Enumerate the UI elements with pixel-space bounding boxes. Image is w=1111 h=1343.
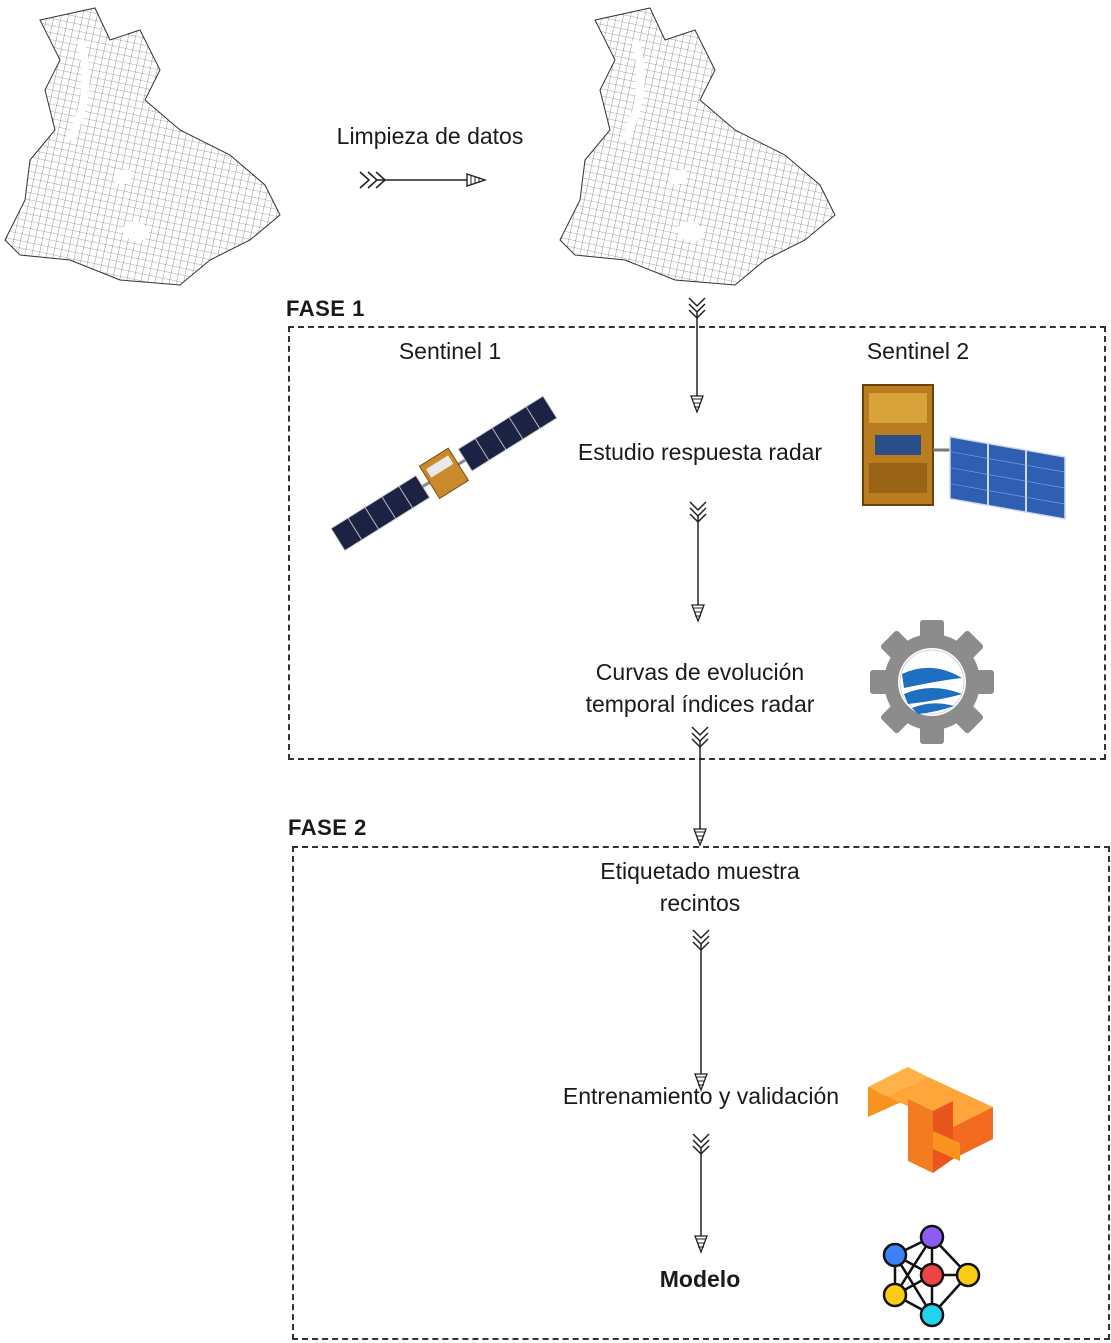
phase2-box — [292, 846, 1110, 1340]
city-map-icon-before — [4, 7, 281, 286]
down-arrow-2 — [689, 501, 707, 623]
radar-study-label: Estudio respuesta radar — [577, 439, 823, 465]
satellite-icon-sentinel2 — [862, 384, 1066, 520]
neural-network-icon — [882, 1224, 981, 1328]
down-arrow-3 — [691, 726, 709, 847]
down-arrow-1 — [688, 297, 706, 414]
phase1-title: FASE 1 — [286, 296, 365, 321]
sentinel1-label: Sentinel 1 — [398, 338, 502, 364]
sentinel2-label: Sentinel 2 — [866, 338, 970, 364]
curves-label-line1: Curvas de evolución — [595, 659, 805, 685]
down-arrow-5 — [692, 1133, 710, 1254]
satellite-icon-sentinel1 — [330, 395, 558, 552]
training-label: Entrenamiento y validación — [562, 1083, 840, 1109]
cleaning-label: Limpieza de datos — [336, 123, 524, 149]
down-arrow-4 — [692, 929, 710, 1092]
tensorflow-icon — [868, 1067, 993, 1173]
earth-engine-gear-icon — [870, 620, 994, 744]
city-map-icon-after — [559, 7, 836, 286]
curves-label-line2: temporal índices radar — [585, 691, 815, 717]
phase2-title: FASE 2 — [288, 815, 367, 840]
model-label: Modelo — [659, 1266, 741, 1292]
labeling-label-line2: recintos — [659, 890, 741, 916]
labeling-label-line1: Etiquetado muestra — [600, 858, 800, 884]
horizontal-arrow — [359, 171, 488, 189]
